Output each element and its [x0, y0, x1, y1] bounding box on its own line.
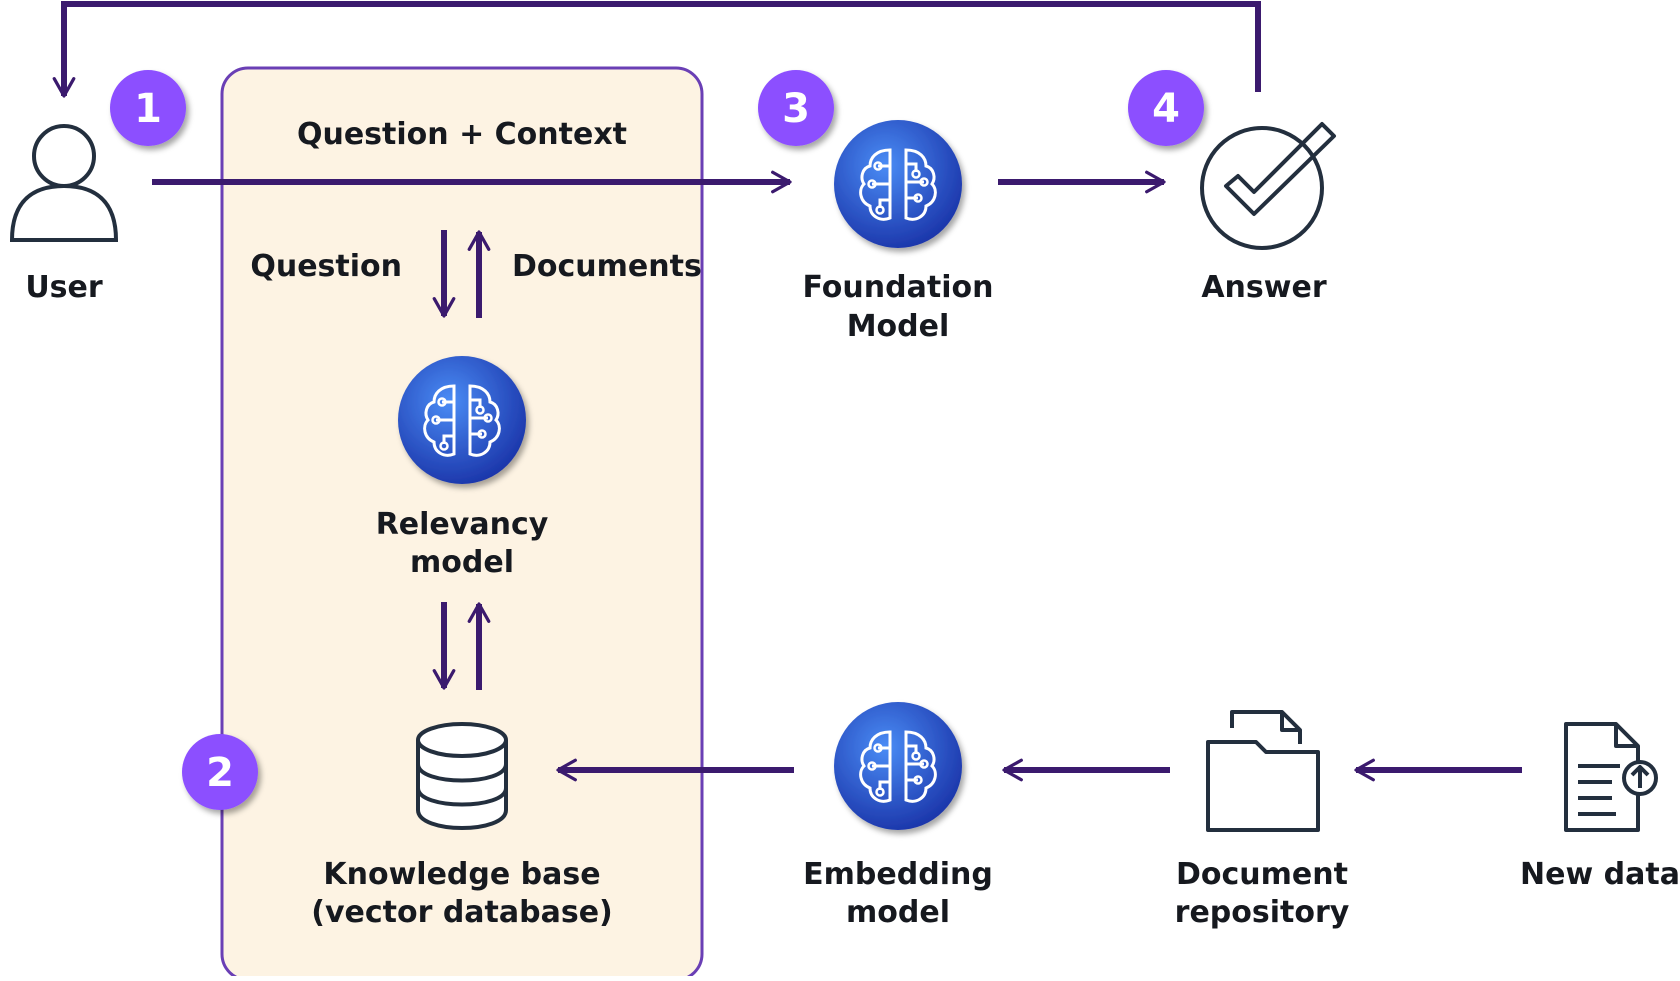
step-4-badge: 4 [1128, 70, 1204, 146]
answer-label: Answer [1201, 270, 1326, 305]
folder-icon [1206, 710, 1320, 832]
panel-title: Question + Context [297, 117, 627, 152]
document-repository-label-line1: Document [1176, 857, 1348, 892]
brain-icon [834, 120, 962, 248]
checkmark-icon [1200, 122, 1336, 250]
svg-text:3: 3 [782, 86, 810, 132]
brain-icon [398, 356, 526, 484]
embedding-model-node [834, 702, 962, 830]
document-repository-label-line2: repository [1175, 895, 1350, 930]
svg-text:4: 4 [1152, 86, 1180, 132]
user-label: User [25, 270, 103, 305]
foundation-model-label-line1: Foundation [803, 270, 994, 305]
step-3-badge: 3 [758, 70, 834, 146]
step-1-badge: 1 [110, 70, 186, 146]
knowledge-base-label-line2: (vector database) [311, 895, 613, 930]
document-upload-icon [1564, 722, 1658, 832]
user-icon [9, 124, 119, 242]
relevancy-model-label-line1: Relevancy [376, 507, 549, 542]
relevancy-model-label-line2: model [410, 545, 514, 580]
brain-icon [834, 702, 962, 830]
step-2-badge: 2 [182, 734, 258, 810]
embedding-model-label-line1: Embedding [803, 857, 993, 892]
svg-text:2: 2 [206, 750, 234, 796]
knowledge-base-label-line1: Knowledge base [323, 857, 600, 892]
database-icon [416, 722, 508, 830]
foundation-model-node [834, 120, 962, 248]
relevancy-model-node [398, 356, 526, 484]
new-data-label: New data [1520, 857, 1680, 892]
question-label: Question [250, 249, 402, 284]
svg-text:1: 1 [134, 86, 162, 132]
documents-label: Documents [512, 249, 702, 284]
embedding-model-label-line2: model [846, 895, 950, 930]
answer-to-user-arrow [52, 1, 1261, 98]
foundation-model-label-line2: Model [847, 309, 950, 344]
